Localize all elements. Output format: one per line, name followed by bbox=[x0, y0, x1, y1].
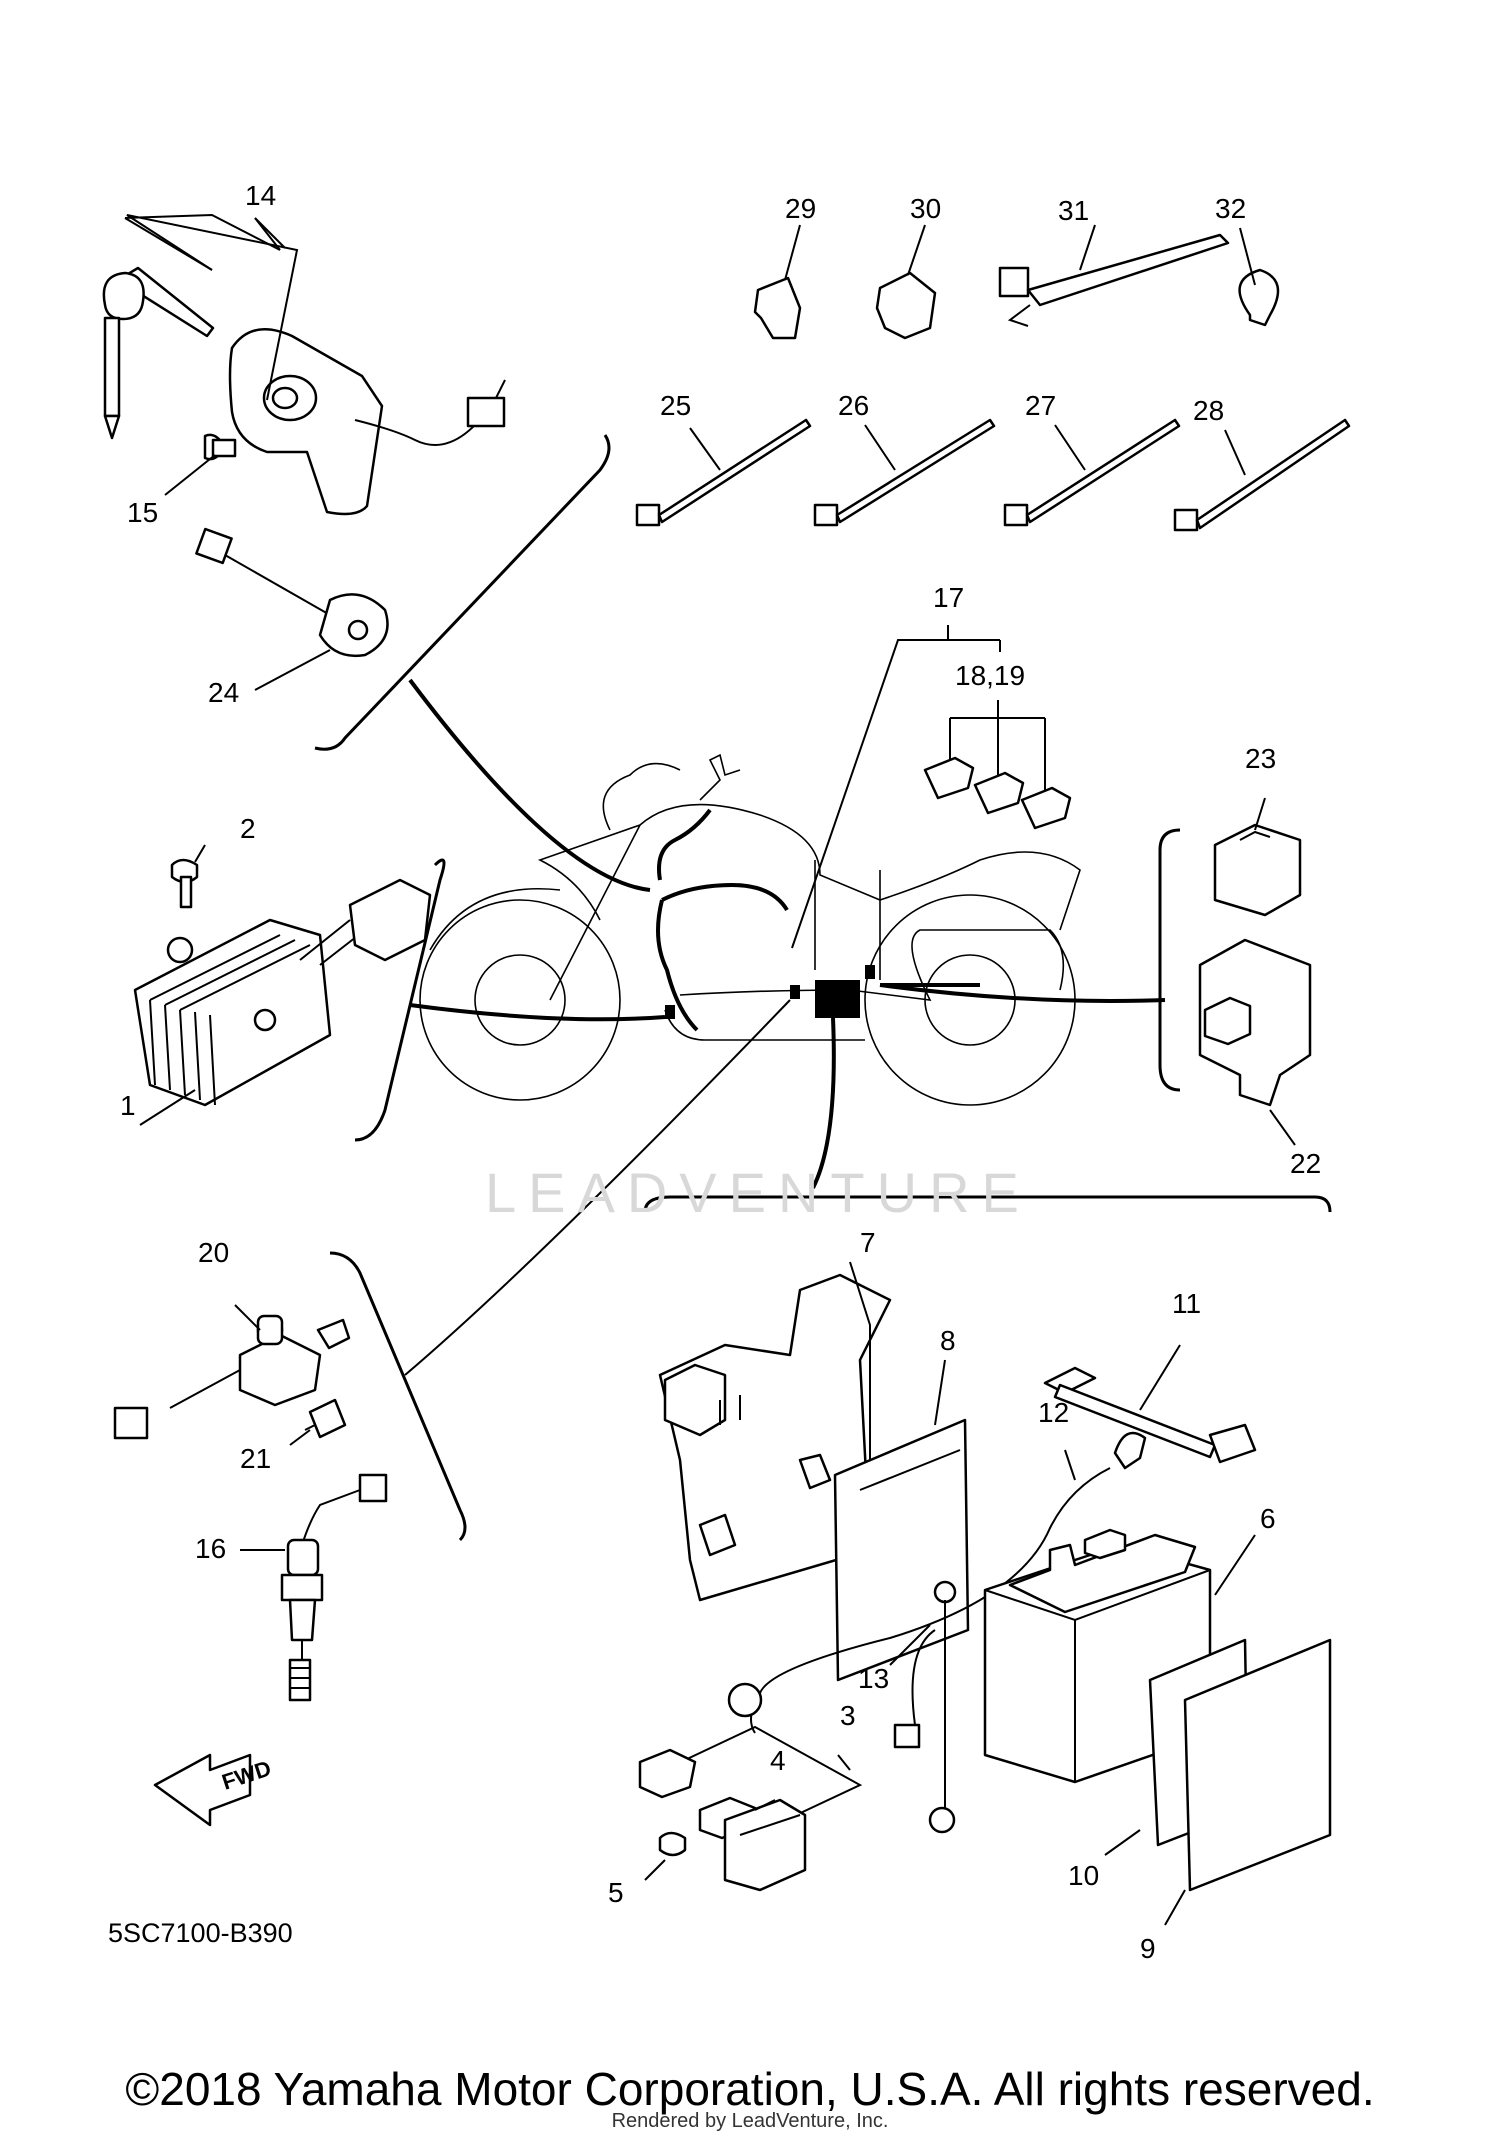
screw-21 bbox=[289, 1398, 347, 1446]
callout-18-19: 18,19 bbox=[955, 660, 1025, 691]
callout-25: 25 bbox=[660, 390, 691, 421]
diagram-code: 5SC7100-B390 bbox=[108, 1918, 293, 1948]
fwd-arrow-icon: FWD bbox=[153, 1753, 274, 1827]
motorcycle-outline bbox=[419, 753, 1081, 1106]
callout-5: 5 bbox=[608, 1877, 624, 1908]
watermark: LEADVENTURE bbox=[485, 1161, 1031, 1224]
callout-11: 11 bbox=[1172, 1288, 1201, 1319]
callout-31: 31 bbox=[1058, 195, 1089, 226]
leader-17 bbox=[791, 625, 1001, 949]
callout-22: 22 bbox=[1290, 1148, 1321, 1179]
harness-wire-right bbox=[879, 983, 1166, 1003]
battery-box-7 bbox=[658, 1261, 892, 1602]
callout-13: 13 bbox=[858, 1663, 889, 1694]
callout-28: 28 bbox=[1193, 395, 1224, 426]
harness-wire-lower-left bbox=[404, 999, 791, 1376]
sensor-24 bbox=[195, 527, 389, 691]
copyright-notice: ©2018 Yamaha Motor Corporation, U.S.A. A… bbox=[125, 2063, 1375, 2115]
callout-26: 26 bbox=[838, 390, 869, 421]
callout-9: 9 bbox=[1140, 1933, 1156, 1964]
callout-6: 6 bbox=[1260, 1503, 1276, 1534]
cable-ties-group bbox=[635, 418, 1351, 532]
callout-3: 3 bbox=[840, 1700, 856, 1731]
main-switch-assembly bbox=[102, 213, 506, 516]
callout-1: 1 bbox=[120, 1090, 136, 1121]
harness-wire-topleft bbox=[408, 678, 651, 892]
callout-27: 27 bbox=[1025, 390, 1056, 421]
group-bracket-right bbox=[1158, 828, 1181, 1092]
switch-20 bbox=[113, 1304, 351, 1440]
harness-wire-bottom bbox=[811, 1017, 836, 1189]
callout-2: 2 bbox=[240, 813, 256, 844]
strap-11 bbox=[1043, 1344, 1257, 1464]
callout-12: 12 bbox=[1038, 1397, 1069, 1428]
callout-16: 16 bbox=[195, 1533, 226, 1564]
rectifier-regulator-1 bbox=[133, 878, 432, 1126]
callout-21: 21 bbox=[240, 1443, 271, 1474]
sensor-16 bbox=[240, 1473, 388, 1702]
ecu-22 bbox=[1198, 938, 1312, 1146]
callout-14: 14 bbox=[245, 180, 276, 211]
callout-4: 4 bbox=[770, 1745, 786, 1776]
clips-group bbox=[753, 224, 1280, 340]
callout-10: 10 bbox=[1068, 1860, 1099, 1891]
pad-8 bbox=[833, 1359, 970, 1682]
callout-7: 7 bbox=[860, 1227, 876, 1258]
starter-relay-3 bbox=[638, 1725, 863, 1892]
bolt-5 bbox=[644, 1831, 687, 1881]
callout-20: 20 bbox=[198, 1237, 229, 1268]
callout-23: 23 bbox=[1245, 743, 1276, 774]
fuses-18-19 bbox=[923, 700, 1072, 830]
callout-30: 30 bbox=[910, 193, 941, 224]
callout-29: 29 bbox=[785, 193, 816, 224]
cable-12 bbox=[727, 1431, 1147, 1734]
callout-24: 24 bbox=[208, 677, 239, 708]
cable-13 bbox=[889, 1580, 957, 1834]
group-bracket-battery bbox=[643, 1195, 1332, 1213]
bolt-2 bbox=[170, 844, 206, 909]
callout-labels: 1 2 3 4 5 6 7 8 9 10 11 12 13 14 15 16 1… bbox=[120, 180, 1321, 1964]
group-bracket-lower-left bbox=[329, 1251, 467, 1542]
rendered-by-notice: Rendered by LeadVenture, Inc. bbox=[611, 2110, 889, 2132]
callout-8: 8 bbox=[940, 1325, 956, 1356]
harness-wire-left bbox=[409, 1003, 666, 1022]
callout-15: 15 bbox=[127, 497, 158, 528]
callout-32: 32 bbox=[1215, 193, 1246, 224]
relay-23 bbox=[1213, 797, 1302, 917]
callout-17: 17 bbox=[933, 582, 964, 613]
pad-9 bbox=[1164, 1638, 1332, 1926]
group-bracket-topleft bbox=[314, 434, 611, 751]
group-bracket-left-mid bbox=[354, 858, 446, 1142]
